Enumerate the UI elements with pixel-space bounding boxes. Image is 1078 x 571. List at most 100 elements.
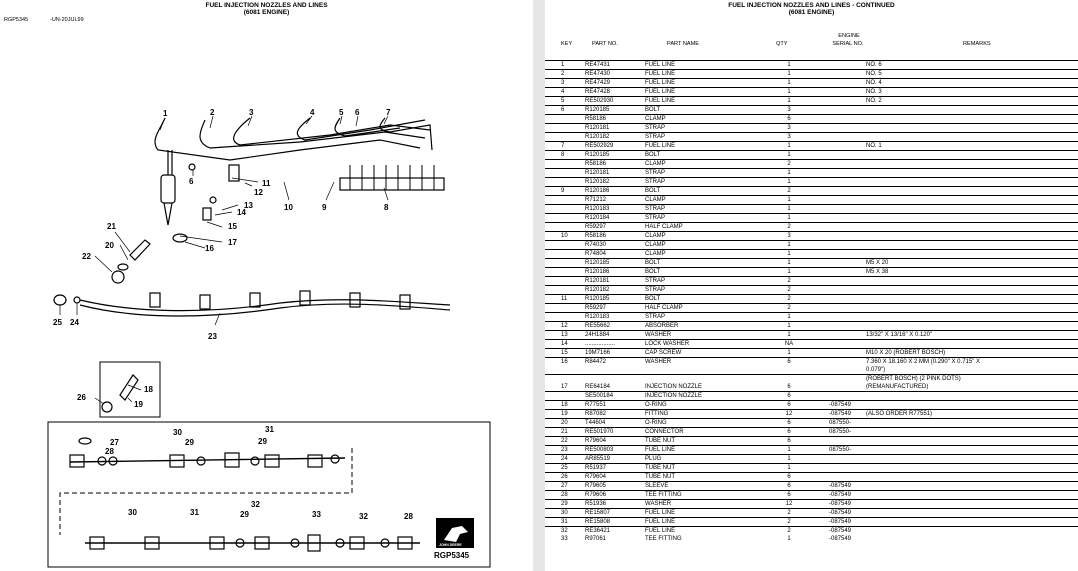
cell-part-name: PLUG (645, 456, 662, 462)
cell-serial: -087549 (829, 411, 852, 417)
cell-serial: -087549 (829, 402, 852, 408)
cell-part-no: RE55662 (585, 323, 611, 329)
cell-key: 25 (561, 465, 568, 471)
cell-part-name: BOLT (645, 260, 661, 266)
cell-qty: 12 (785, 501, 793, 507)
callout-18: 18 (144, 385, 153, 394)
cell-part-name: BOLT (645, 269, 661, 275)
cell-part-no: RE64184 (585, 384, 611, 390)
cell-part-no: R51937 (585, 465, 607, 471)
cell-part-no: R120183 (585, 206, 610, 212)
callout-30b: 30 (128, 508, 137, 517)
cell-part-name: FUEL LINE (645, 447, 676, 453)
cell-qty: 1 (787, 269, 791, 275)
cell-qty: 3 (787, 134, 791, 140)
cell-part-no: R87082 (585, 411, 607, 417)
cell-key: 8 (561, 152, 565, 158)
cell-key: 30 (561, 510, 568, 516)
header-part: PART NO. (592, 41, 618, 47)
cell-key: 10 (561, 233, 568, 239)
cell-part-name: FUEL LINE (645, 528, 676, 534)
cell-serial: -087549 (829, 510, 852, 516)
cell-part-no: R120185 (585, 107, 610, 113)
cap-screw-drawing (202, 207, 212, 221)
callout-29: 29 (185, 438, 194, 447)
cell-qty: 1 (787, 536, 791, 542)
cell-part-no: R58186 (585, 161, 607, 167)
cell-part-name: WASHER (645, 332, 672, 338)
cell-qty: 1 (787, 62, 791, 68)
cell-part-name: O-RING (645, 402, 667, 408)
nozzle-drawing (160, 174, 176, 204)
cell-qty: 1 (787, 314, 791, 320)
cell-serial: 087550- (829, 447, 852, 453)
cell-key: 11 (561, 296, 568, 302)
header-qty: QTY (776, 41, 788, 47)
cell-part-no: SE500184 (585, 393, 614, 399)
cell-qty: 6 (787, 474, 791, 480)
cell-part-no: R120182 (585, 287, 610, 293)
cell-part-name: FUEL LINE (645, 143, 676, 149)
left-page: FUEL INJECTION NOZZLES AND LINES (6081 E… (0, 0, 533, 571)
cell-part-no: RE15808 (585, 519, 611, 525)
cell-part-no: RE36421 (585, 528, 611, 534)
callout-6b: 6 (189, 177, 194, 186)
cell-remarks: (ALSO ORDER R77551) (866, 411, 933, 417)
callout-6: 6 (355, 108, 360, 117)
cell-key: 6 (561, 107, 565, 113)
cell-remarks: NO. 6 (866, 62, 882, 68)
cell-key: 24 (561, 456, 568, 462)
cell-part-name: TUBE NUT (645, 465, 675, 471)
cell-remarks: 0.079") (866, 367, 886, 373)
cell-part-no: 19M7166 (585, 350, 611, 356)
cell-qty: 1 (787, 323, 791, 329)
cell-key: 20 (561, 420, 568, 426)
cell-part-no: R79604 (585, 438, 607, 444)
left-title: FUEL INJECTION NOZZLES AND LINES (205, 2, 328, 9)
cell-part-name: LOCK WASHER (645, 341, 690, 347)
clamp-block-drawing (339, 177, 445, 191)
cell-part-name: CLAMP (645, 116, 666, 122)
cell-part-no: RE47428 (585, 89, 611, 95)
header-serial-top: ENGINE (838, 33, 860, 39)
cell-part-name: STRAP (645, 134, 666, 140)
callout-24: 24 (70, 318, 79, 327)
cell-part-no: R120183 (585, 314, 610, 320)
cell-part-name: CLAMP (645, 161, 666, 167)
cell-qty: 3 (787, 233, 791, 239)
cell-part-no: R79606 (585, 492, 607, 498)
cell-qty: 1 (787, 89, 791, 95)
cell-qty: 6 (787, 429, 791, 435)
cell-part-no: R74804 (585, 251, 607, 257)
cell-part-name: FUEL LINE (645, 80, 676, 86)
cell-qty: 3 (787, 125, 791, 131)
cell-part-no: R59297 (585, 305, 607, 311)
cell-serial: -087549 (829, 483, 852, 489)
callout-32: 32 (251, 500, 260, 509)
cell-part-name: STRAP (645, 170, 666, 176)
cell-part-name: TUBE NUT (645, 474, 675, 480)
cell-part-no: R120181 (585, 125, 610, 131)
cell-part-no: R51936 (585, 501, 607, 507)
cell-part-no: R120181 (585, 170, 610, 176)
cell-qty: 1 (787, 242, 791, 248)
